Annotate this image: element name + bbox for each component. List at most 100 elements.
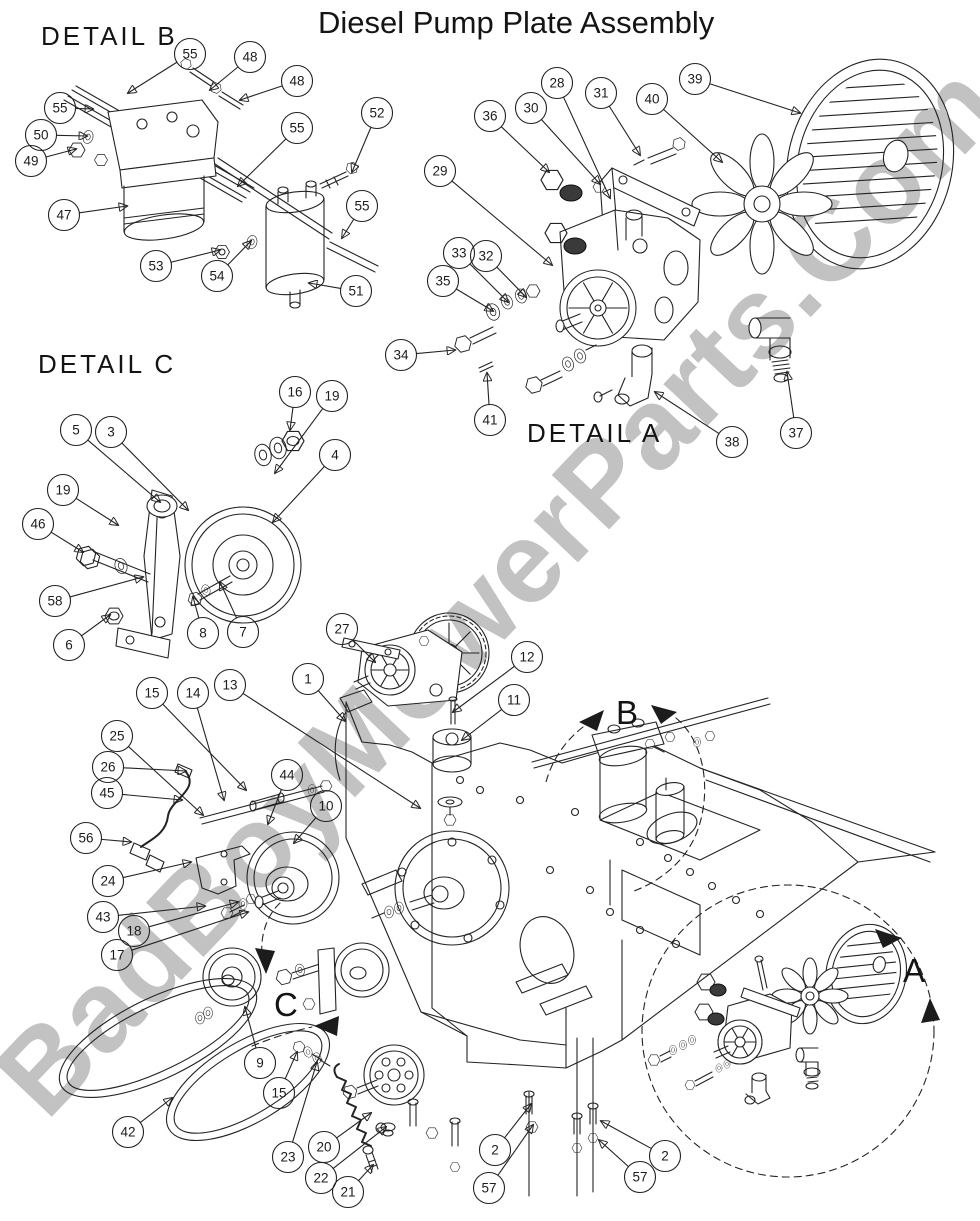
leader-line	[121, 442, 188, 510]
callout-bubble	[213, 668, 247, 702]
callout-13: 13	[213, 668, 421, 809]
detail-a-art	[452, 58, 956, 407]
callout-41: 41	[473, 373, 507, 437]
leader-line	[655, 392, 720, 435]
clutch-pulley	[220, 831, 340, 925]
callout-54: 54	[200, 241, 252, 293]
callout-bubble	[510, 640, 544, 674]
leader-line	[497, 1125, 533, 1176]
leader-line	[87, 439, 160, 502]
callout-number: 31	[593, 86, 608, 101]
leader-line	[455, 288, 493, 311]
callout-number: 15	[144, 686, 159, 701]
leader-line	[469, 263, 508, 302]
leader-line	[540, 118, 600, 184]
callout-number: 23	[280, 1150, 295, 1165]
callout-bubble	[584, 76, 618, 110]
callout-22: 22	[304, 1127, 387, 1195]
callout-bubble	[90, 776, 124, 810]
leader-line	[69, 577, 143, 598]
leader-line	[352, 639, 375, 662]
leader-line	[131, 912, 248, 951]
leader-line	[608, 105, 640, 155]
leader-line	[709, 83, 800, 113]
callout-24: 24	[91, 862, 192, 898]
leader-line	[100, 839, 131, 842]
callout-bubble	[384, 338, 418, 372]
leader-line	[309, 283, 342, 289]
idler-pulley	[184, 506, 302, 624]
pump-plate-frame	[334, 689, 936, 1069]
callout-number: 19	[55, 483, 70, 498]
view-c-arrow-down	[255, 948, 275, 974]
view-a-circle	[641, 884, 940, 1178]
callout-bubble	[186, 616, 220, 650]
view-letter-c: C	[274, 986, 298, 1023]
leader-line	[290, 406, 293, 430]
leader-line	[504, 1104, 531, 1139]
callout-number: 2	[491, 1143, 499, 1158]
callout-bubble	[360, 96, 394, 130]
callout-42: 42	[111, 1098, 173, 1149]
callout-bubble	[473, 99, 507, 133]
callout-55: 55	[128, 37, 207, 94]
callout-bubble	[478, 1133, 512, 1167]
callout-number: 22	[313, 1171, 328, 1186]
callout-bubble	[91, 750, 125, 784]
leader-line	[193, 597, 199, 619]
callout-45: 45	[90, 776, 183, 810]
detail-b-art	[63, 57, 379, 309]
callout-number: 32	[478, 249, 493, 264]
callout-36: 36	[473, 99, 550, 173]
callout-53: 53	[139, 250, 221, 283]
callout-17: 17	[100, 912, 249, 972]
callout-number: 24	[100, 874, 116, 889]
callout-number: 44	[279, 768, 295, 783]
callout-number: 18	[126, 924, 141, 939]
leader-line	[220, 582, 238, 619]
leader-line	[127, 745, 203, 815]
callout-32: 32	[469, 239, 527, 298]
callout-bubble	[473, 403, 507, 437]
view-b-arc	[545, 705, 706, 892]
leader-line	[294, 817, 317, 843]
callout-number: 38	[724, 435, 739, 450]
leader-line	[227, 241, 251, 266]
leader-line	[336, 1113, 371, 1139]
callout-number: 2	[661, 1149, 669, 1164]
callout-15: 15	[262, 1052, 298, 1110]
callout-48: 48	[210, 40, 267, 91]
callout-40: 40	[635, 82, 723, 163]
callout-number: 29	[432, 164, 447, 179]
leader-line	[342, 218, 355, 238]
callout-48: 48	[240, 64, 314, 101]
leader-line	[238, 138, 287, 186]
callout-55: 55	[238, 111, 314, 187]
callout-number: 57	[632, 1170, 647, 1185]
view-c-arrow-left	[314, 1016, 339, 1036]
callout-10: 10	[294, 789, 343, 844]
callout-number: 49	[23, 154, 38, 169]
view-a-arrow-up	[921, 998, 940, 1023]
callout-number: 5	[72, 423, 80, 438]
leader-line	[50, 531, 83, 552]
callout-57: 57	[472, 1125, 534, 1205]
leader-line	[148, 902, 238, 928]
callout-number: 40	[644, 92, 659, 107]
detail-a-label: DETAIL A	[527, 418, 663, 448]
callout-31: 31	[584, 76, 641, 156]
callout-2: 2	[601, 1121, 682, 1173]
callout-7: 7	[220, 582, 260, 649]
callout-number: 19	[324, 389, 339, 404]
callout-number: 58	[47, 594, 62, 609]
callout-8: 8	[186, 597, 220, 650]
view-a-arrow-right	[875, 929, 902, 948]
leader-line	[268, 788, 282, 824]
callout-bubble	[304, 1161, 338, 1195]
callout-49: 49	[14, 144, 77, 178]
callout-number: 4	[331, 448, 339, 463]
callout-25: 25	[100, 719, 204, 816]
callout-number: 37	[788, 426, 803, 441]
callout-number: 42	[120, 1125, 135, 1140]
